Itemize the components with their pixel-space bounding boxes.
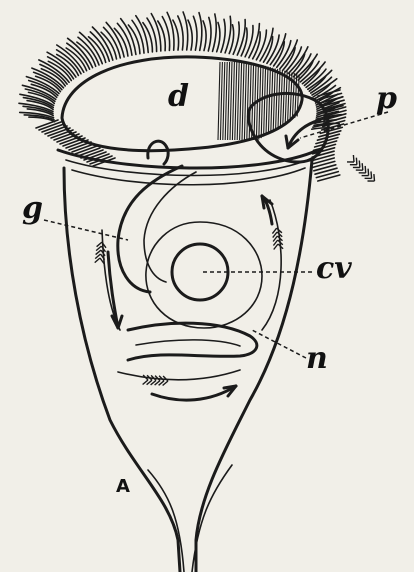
macronucleus	[128, 323, 257, 360]
label-cv: cv	[316, 251, 352, 286]
cilium	[114, 28, 128, 56]
cilium	[217, 23, 220, 52]
hatch-line	[285, 71, 287, 123]
hatch-line	[218, 62, 220, 140]
cilium	[121, 19, 136, 55]
cilium	[213, 14, 217, 51]
feather-stroke	[365, 166, 366, 173]
hatch-line	[280, 70, 282, 127]
hatch-line	[273, 68, 275, 131]
hatch-line	[278, 70, 280, 129]
cilium	[225, 16, 231, 53]
feather-stroke	[374, 174, 375, 181]
cilium	[249, 24, 260, 58]
hatch-line	[242, 62, 244, 140]
hatch-line	[247, 62, 249, 140]
hatch-line	[276, 69, 278, 129]
hatch-line	[232, 62, 234, 140]
hatch-line	[283, 71, 285, 125]
cilium	[117, 23, 131, 55]
body-right-wall	[196, 160, 312, 572]
cilium	[221, 19, 225, 52]
nucleus-inner	[136, 340, 240, 346]
hatch-line	[268, 67, 270, 134]
hatch-line	[261, 65, 263, 138]
cilium	[132, 20, 144, 53]
vacuole-ring	[146, 222, 262, 328]
arrow-bottom	[152, 386, 236, 400]
disc-knob	[148, 141, 168, 164]
hatch-line	[240, 62, 242, 140]
hatch-line	[266, 67, 268, 136]
feather-stroke	[371, 171, 372, 178]
hatch-line	[223, 62, 225, 140]
cilium	[199, 13, 202, 51]
cilium	[183, 12, 188, 50]
hatch-line	[237, 62, 239, 140]
cilium	[188, 20, 192, 50]
feather-stroke	[368, 169, 369, 176]
hatch-line	[264, 66, 266, 137]
cilium	[136, 16, 148, 53]
label-A: A	[116, 476, 130, 497]
feather-stroke	[353, 155, 354, 162]
arrow-vestibule	[286, 120, 320, 148]
cilium	[208, 17, 211, 51]
feather-stroke	[356, 158, 357, 165]
hatch-line	[244, 62, 246, 140]
hatch-line	[225, 62, 227, 140]
feather-stroke	[359, 161, 360, 168]
label-d: d	[168, 79, 189, 114]
label-n: n	[306, 341, 328, 376]
hatch-line	[259, 65, 261, 140]
hatch-line	[228, 62, 230, 140]
hatch-line	[220, 62, 222, 140]
label-p: p	[376, 81, 397, 116]
feather-stroke	[362, 163, 363, 170]
hatch-line	[271, 68, 273, 133]
label-g: g	[22, 191, 43, 226]
gullet-inner	[144, 172, 196, 282]
current-line-3	[118, 370, 240, 380]
leader-g	[44, 220, 128, 240]
cilium	[203, 21, 206, 51]
hatch-line	[235, 62, 237, 140]
cilium	[319, 131, 341, 137]
hatch-line	[230, 62, 232, 140]
cilium	[193, 16, 197, 50]
